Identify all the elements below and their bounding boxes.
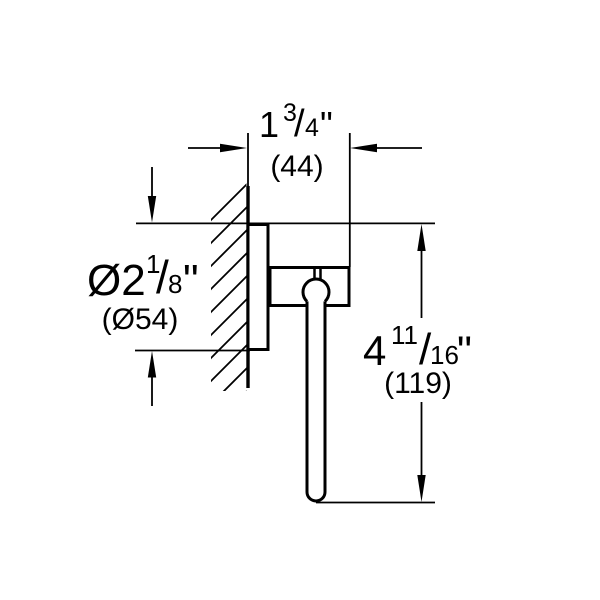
diameter-arrowhead-down-pointing: [147, 196, 157, 223]
pivot-ball-fill: [303, 279, 330, 302]
diameter-denominator: 8: [168, 269, 182, 299]
dimension-width: 1 3 / 4 " (44): [188, 99, 422, 183]
height-metric-label: (119): [384, 367, 452, 400]
width-dimension-label: 1 3 / 4 ": [259, 99, 333, 145]
width-denominator: 4: [305, 114, 319, 142]
height-arrowhead-down-pointing: [417, 475, 426, 502]
width-metric-label: (44): [270, 150, 323, 183]
holder-ring-fill: [307, 298, 325, 501]
dimension-height: 4 11 / 16 " (119): [363, 224, 472, 502]
dimension-diameter: Ø2 1 / 8 " (Ø54): [87, 167, 199, 406]
mounting-plate: [246, 223, 270, 351]
diameter-whole: Ø2: [87, 256, 146, 305]
width-unit-mark: ": [320, 104, 333, 145]
diameter-fraction-slash: /: [156, 251, 169, 303]
diameter-arrowhead-up-pointing: [147, 351, 157, 378]
width-numerator: 3: [283, 99, 297, 127]
height-unit-mark: ": [457, 327, 472, 374]
height-fraction-slash: /: [419, 325, 432, 374]
height-denominator: 16: [430, 340, 459, 370]
height-numerator: 11: [391, 320, 418, 350]
diameter-unit-mark: ": [183, 256, 199, 305]
width-arrowhead-left-pointing: [350, 143, 377, 153]
width-whole: 1: [259, 104, 279, 145]
height-arrowhead-up-pointing: [417, 224, 426, 251]
pivot-ball: [301, 277, 331, 303]
height-dimension-label: 4 11 / 16 ": [363, 320, 472, 374]
holder-ring: [305, 298, 327, 503]
diameter-dimension-label: Ø2 1 / 8 ": [87, 249, 199, 305]
diameter-metric-label: (Ø54): [102, 303, 179, 336]
width-fraction-slash: /: [294, 103, 305, 145]
width-arrowhead-right-pointing: [220, 143, 247, 153]
wall-hatching: [211, 183, 247, 391]
diameter-numerator: 1: [146, 249, 160, 279]
height-whole: 4: [363, 327, 386, 374]
